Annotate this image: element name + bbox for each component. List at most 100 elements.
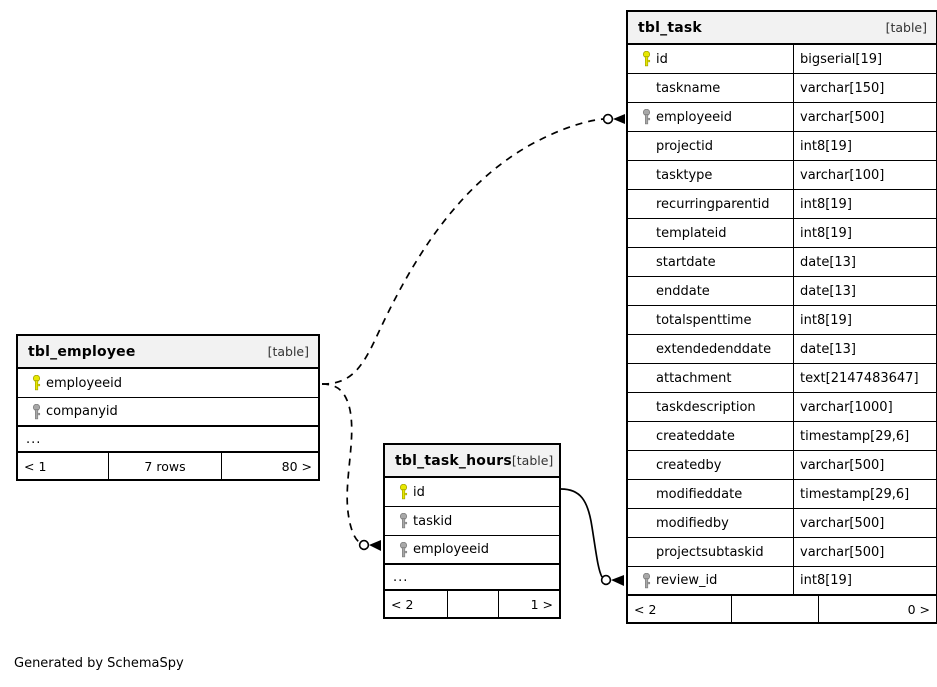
column-name-cell: createdby: [628, 451, 793, 479]
table-row[interactable]: templateid int8[19]: [628, 219, 936, 248]
table-row[interactable]: enddate date[13]: [628, 277, 936, 306]
table-row[interactable]: id bigserial[19]: [628, 45, 936, 74]
table-kind-label: [table]: [267, 344, 309, 359]
table-node-tbl_task[interactable]: tbl_task [table] id bigserial[19] taskna…: [626, 10, 937, 624]
footer-parent-count[interactable]: < 2: [391, 596, 414, 612]
column-name-cell: employeeid: [385, 536, 559, 563]
column-name-cell: tasktype: [628, 161, 793, 189]
table-row[interactable]: employeeid varchar[500]: [628, 103, 936, 132]
more-columns-ellipsis[interactable]: ...: [385, 565, 559, 591]
primary-key-icon: [636, 51, 656, 67]
table-row[interactable]: id: [385, 478, 559, 507]
table-row[interactable]: recurringparentid int8[19]: [628, 190, 936, 219]
table-footer: < 1 7 rows 80 >: [18, 453, 318, 479]
table-kind-label: [table]: [885, 20, 927, 35]
table-row[interactable]: tasktype varchar[100]: [628, 161, 936, 190]
table-row[interactable]: startdate date[13]: [628, 248, 936, 277]
column-name: modifieddate: [656, 486, 743, 502]
column-name: recurringparentid: [656, 196, 770, 212]
footer-parent-count[interactable]: < 2: [634, 601, 657, 617]
more-columns-ellipsis[interactable]: ...: [18, 427, 318, 453]
table-node-tbl_employee[interactable]: tbl_employee [table] employeeid companyi…: [16, 334, 320, 481]
column-name: id: [656, 51, 668, 67]
column-name: taskdescription: [656, 399, 756, 415]
column-type: varchar[500]: [793, 538, 936, 566]
footer-child-count[interactable]: 0 >: [907, 601, 930, 617]
table-row[interactable]: totalspenttime int8[19]: [628, 306, 936, 335]
column-name: employeeid: [46, 375, 123, 391]
column-name-cell: modifiedby: [628, 509, 793, 537]
column-name: employeeid: [656, 109, 733, 125]
column-name-cell: modifieddate: [628, 480, 793, 508]
edge-employee-to-task: [321, 113, 625, 385]
column-type: varchar[1000]: [793, 393, 936, 421]
column-type: int8[19]: [793, 306, 936, 334]
table-row[interactable]: projectid int8[19]: [628, 132, 936, 161]
column-type: int8[19]: [793, 132, 936, 160]
column-name: tasktype: [656, 167, 713, 183]
column-type: timestamp[29,6]: [793, 422, 936, 450]
footer-row-count: 7 rows: [108, 453, 222, 479]
table-header-tbl_task_hours: tbl_task_hours [table]: [385, 445, 559, 478]
column-type: varchar[150]: [793, 74, 936, 102]
table-row[interactable]: taskdescription varchar[1000]: [628, 393, 936, 422]
column-name-cell: projectid: [628, 132, 793, 160]
column-name: taskid: [413, 513, 453, 529]
table-header-tbl_task: tbl_task [table]: [628, 12, 936, 45]
column-name-cell: taskname: [628, 74, 793, 102]
column-name-cell: employeeid: [628, 103, 793, 131]
column-name-cell: templateid: [628, 219, 793, 247]
column-name: totalspenttime: [656, 312, 752, 328]
column-name-cell: employeeid: [18, 369, 318, 397]
column-name: enddate: [656, 283, 710, 299]
table-row[interactable]: companyid: [18, 398, 318, 427]
table-row[interactable]: createdby varchar[500]: [628, 451, 936, 480]
table-row[interactable]: review_id int8[19]: [628, 567, 936, 596]
table-node-tbl_task_hours[interactable]: tbl_task_hours [table] id taskid: [383, 443, 561, 619]
table-row[interactable]: extendedenddate date[13]: [628, 335, 936, 364]
table-row[interactable]: taskname varchar[150]: [628, 74, 936, 103]
footer-row-count: [447, 591, 499, 617]
column-name-cell: recurringparentid: [628, 190, 793, 218]
column-name: modifiedby: [656, 515, 729, 531]
table-footer: < 2 0 >: [628, 596, 936, 622]
column-name-cell: taskdescription: [628, 393, 793, 421]
column-name: id: [413, 484, 425, 500]
table-row[interactable]: projectsubtaskid varchar[500]: [628, 538, 936, 567]
column-name: employeeid: [413, 542, 490, 557]
column-type: int8[19]: [793, 567, 936, 594]
table-row[interactable]: createddate timestamp[29,6]: [628, 422, 936, 451]
footer-child-count[interactable]: 1 >: [530, 596, 553, 612]
column-type: varchar[500]: [793, 509, 936, 537]
column-name-cell: extendedenddate: [628, 335, 793, 363]
edge-employee-to-task-hours: [321, 383, 381, 551]
table-row[interactable]: employeeid: [385, 536, 559, 565]
table-title: tbl_task_hours: [395, 452, 512, 469]
column-name: review_id: [656, 573, 718, 588]
edge-task-hours-to-task: [560, 488, 624, 586]
table-row[interactable]: modifiedby varchar[500]: [628, 509, 936, 538]
column-name: projectid: [656, 138, 713, 154]
primary-key-icon: [26, 375, 46, 391]
column-name-cell: id: [385, 478, 559, 506]
foreign-key-icon: [636, 572, 656, 589]
column-name: attachment: [656, 370, 732, 386]
column-type: bigserial[19]: [793, 45, 936, 73]
foreign-key-icon: [393, 513, 413, 529]
column-name-cell: id: [628, 45, 793, 73]
footer-parent-count[interactable]: < 1: [24, 458, 47, 474]
column-name: companyid: [46, 404, 118, 419]
table-title: tbl_employee: [28, 343, 136, 360]
footer-child-count[interactable]: 80 >: [281, 458, 312, 474]
column-type: varchar[500]: [793, 451, 936, 479]
table-row[interactable]: modifieddate timestamp[29,6]: [628, 480, 936, 509]
column-type: date[13]: [793, 335, 936, 363]
table-kind-label: [table]: [511, 453, 554, 468]
column-name-cell: enddate: [628, 277, 793, 305]
table-row[interactable]: employeeid: [18, 369, 318, 398]
generated-by-caption: Generated by SchemaSpy: [14, 656, 184, 671]
table-header-tbl_employee: tbl_employee [table]: [18, 336, 318, 369]
table-row[interactable]: taskid: [385, 507, 559, 536]
table-row[interactable]: attachment text[2147483647]: [628, 364, 936, 393]
